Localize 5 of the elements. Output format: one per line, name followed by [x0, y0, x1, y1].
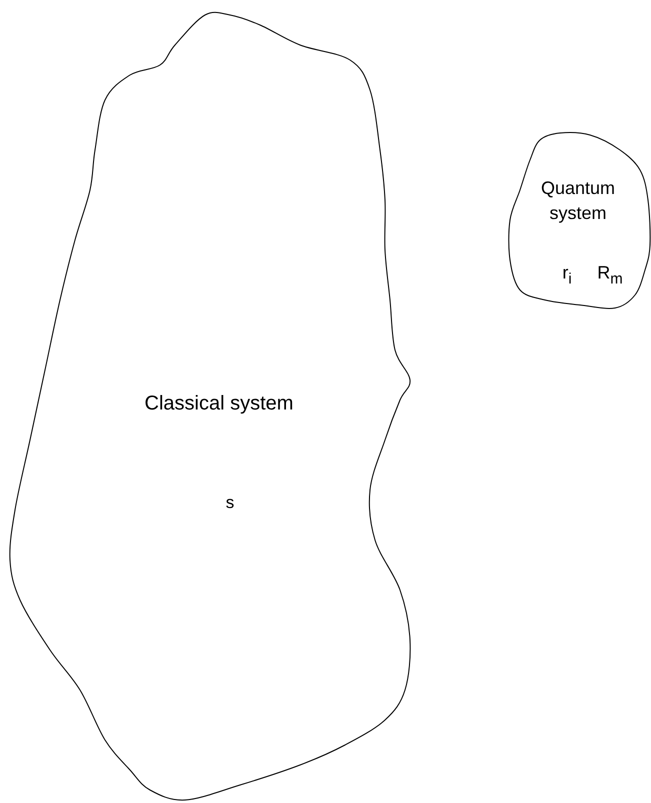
region-title: Classical system	[144, 392, 294, 416]
variable-label: R$_{m}$	[597, 262, 623, 288]
variable-label: r$_{i}$	[562, 262, 572, 288]
variable-label: s	[226, 493, 234, 513]
region-title: Quantum system	[540, 176, 616, 225]
